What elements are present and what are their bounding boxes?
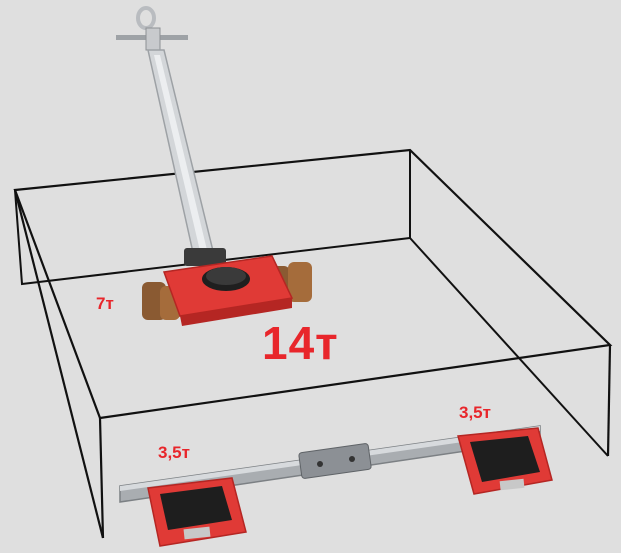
coupling-bolt-1	[317, 461, 323, 467]
box-right-back-bottom-edge	[409, 237, 609, 457]
rear-left-skate-pad	[160, 486, 232, 530]
box-right-vertical-edge	[606, 344, 612, 457]
rear-left-skate-plate	[183, 526, 211, 540]
coupling-bolt-2	[349, 456, 355, 462]
rear-right-skate-plate	[499, 478, 525, 491]
box-front-left-vertical-edge	[98, 417, 105, 539]
box-left-vertical-edge	[13, 189, 105, 539]
roller-right-2	[288, 262, 312, 302]
rear-left-capacity-label: 3,5т	[158, 443, 190, 462]
handle-fork	[184, 248, 226, 266]
rear-right-capacity-label: 3,5т	[459, 403, 491, 422]
handle-shaft-highlight	[154, 55, 207, 251]
total-capacity-label: 14т	[262, 317, 339, 369]
front-skate-capacity-label: 7т	[96, 294, 114, 313]
skate-body-side	[180, 298, 292, 326]
skate-turntable-top	[206, 267, 246, 285]
bar-coupling	[298, 443, 372, 479]
rear-right-skate-pad	[470, 436, 540, 482]
